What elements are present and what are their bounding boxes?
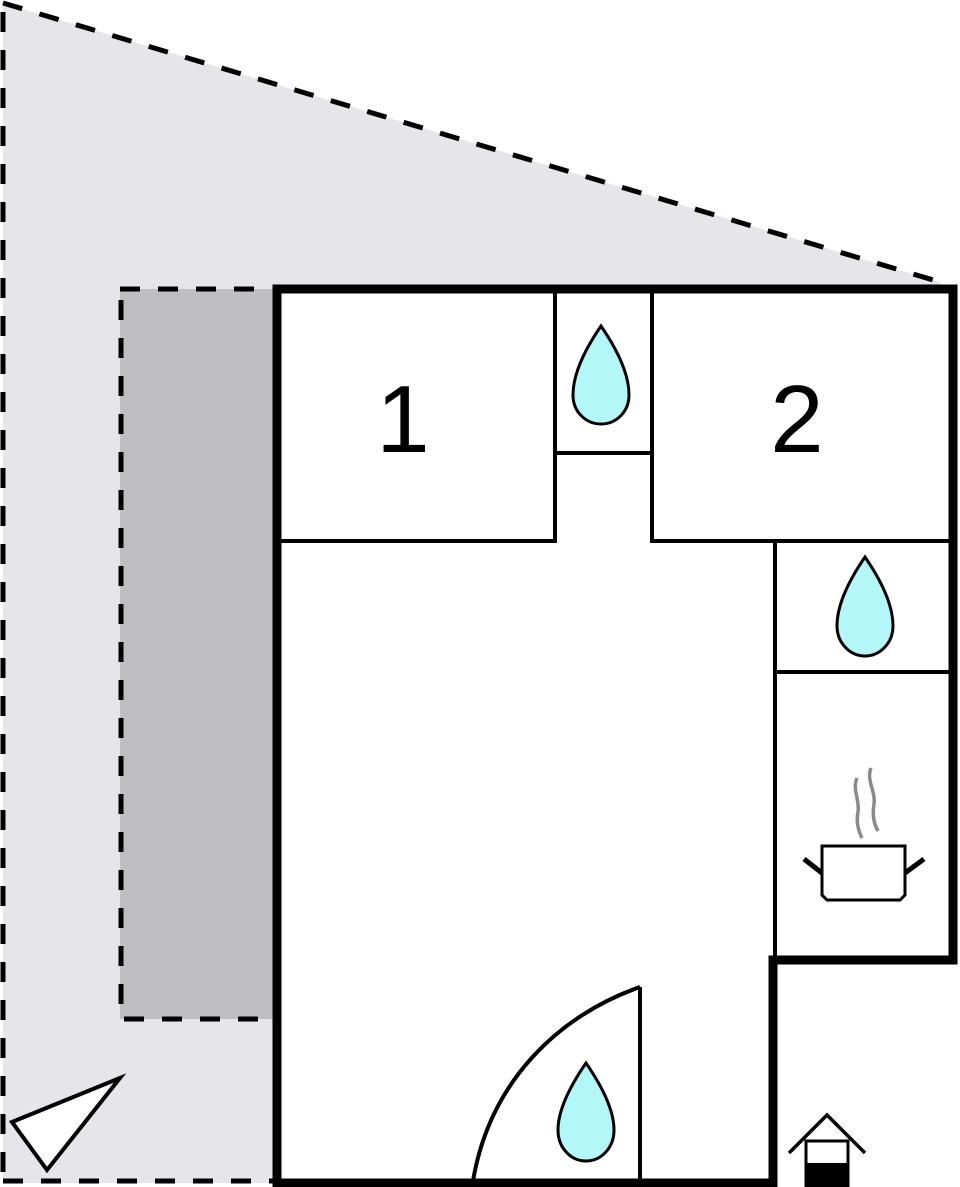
inner-walls [277, 289, 953, 960]
outer-walls [272, 284, 958, 1187]
compass-north-arrow-icon [8, 1073, 127, 1174]
cooking-pot-icon [802, 767, 926, 902]
water-drop-icon [556, 1060, 616, 1163]
water-drop-icon [835, 554, 895, 658]
room-label-1: 1 [376, 366, 429, 473]
room-label-2: 2 [770, 366, 823, 473]
covered-area [118, 286, 277, 1022]
water-drop-icon [571, 323, 631, 426]
house-entrance-icon [787, 1112, 867, 1187]
house [272, 284, 958, 1187]
shower-door [471, 985, 642, 1182]
